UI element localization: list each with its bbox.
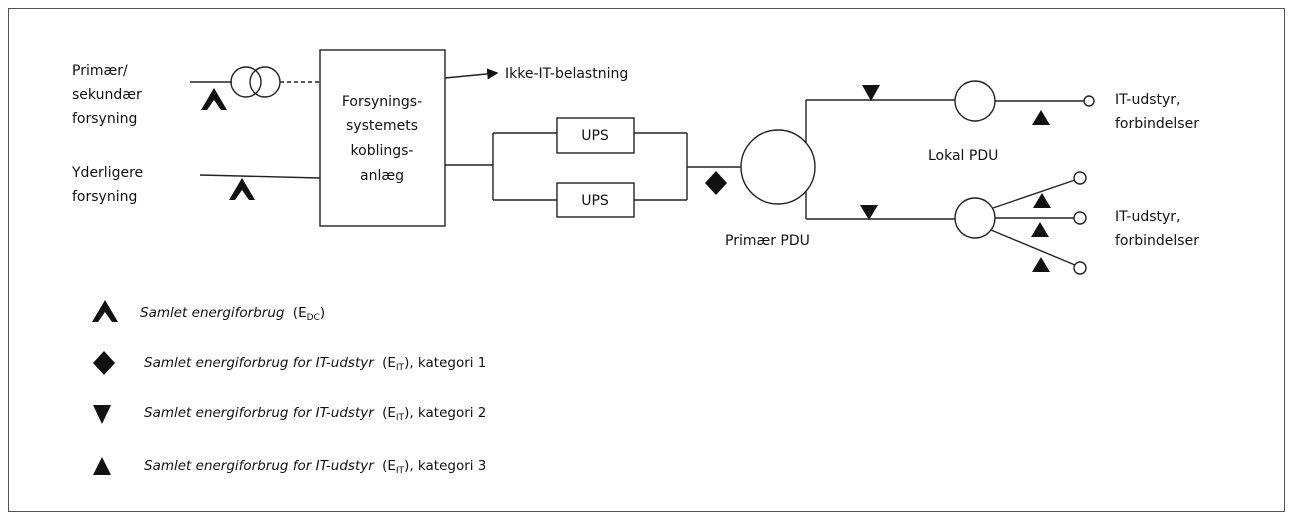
additional-supply-label-line1: Yderligere [71, 165, 143, 181]
legend-item-2-sub: IT [396, 363, 405, 373]
legend-item-4-text: Samlet energiforbrug for IT-udstyr (EIT)… [144, 458, 486, 476]
it-equipment-top-label-line2: forbindelser [1115, 116, 1199, 132]
chevron-icon-primary-supply [201, 88, 227, 110]
legend-item-1-base: E [298, 305, 307, 321]
legend-item-2-paren-open: ( [382, 355, 387, 371]
legend-item-4-paren-close: ) [404, 458, 409, 474]
legend-item-4-paren-open: ( [382, 458, 387, 474]
primary-pdu-label: Primær PDU [725, 233, 810, 249]
legend-item-3-paren-close: ) [404, 405, 409, 421]
triangle-up-icon-it-fan-3 [1032, 257, 1050, 272]
primary-supply-label-line3: forsyning [72, 111, 137, 127]
legend-item-2-base: E [387, 355, 396, 371]
legend-item-2-suffix: , kategori 1 [409, 355, 486, 371]
switchgear-label-line4: anlæg [360, 168, 404, 184]
ups-bottom-label: UPS [581, 193, 609, 209]
legend-item-3-base: E [387, 405, 396, 421]
primary-supply-label-line1: Primær/ [72, 63, 128, 79]
primary-pdu-circle [740, 129, 816, 205]
legend-triangle-down-icon [93, 405, 111, 424]
it-top-terminal [1083, 95, 1095, 107]
ups-top-box [556, 117, 635, 154]
it-equipment-bottom-label-line2: forbindelser [1115, 233, 1199, 249]
local-pdu-bottom-circle [954, 197, 996, 239]
ups-top-label: UPS [581, 128, 609, 144]
it-fan-line-3 [990, 229, 1076, 266]
non-it-load-label: Ikke-IT-belastning [505, 66, 628, 82]
legend-item-3-suffix: , kategori 2 [409, 405, 486, 421]
it-fan-terminal-2 [1073, 211, 1087, 225]
it-equipment-bottom-label-line1: IT-udstyr, [1115, 209, 1180, 225]
legend-item-1-sub: DC [307, 313, 320, 323]
it-fan-terminal-3 [1073, 261, 1087, 275]
legend-item-3-text: Samlet energiforbrug for IT-udstyr (EIT)… [144, 405, 486, 423]
switchgear-label-line2: systemets [346, 118, 418, 134]
legend-triangle-up-icon [93, 457, 111, 475]
additional-supply-label-line2: forsyning [72, 189, 137, 205]
switchgear-box [319, 49, 446, 227]
triangle-up-icon-it-fan-2 [1031, 222, 1049, 237]
primary-supply-label-line2: sekundær [72, 87, 142, 103]
legend-item-1-paren-close: ) [320, 305, 325, 321]
legend-item-3-italic: Samlet energiforbrug for IT-udstyr [144, 405, 375, 421]
legend-diamond-icon [93, 351, 115, 375]
additional-supply-line [199, 174, 321, 179]
local-pdu-label: Lokal PDU [928, 148, 998, 164]
chevron-icon-additional-supply [229, 178, 255, 200]
non-it-load-arrow [444, 68, 499, 80]
legend-item-4-sub: IT [396, 466, 405, 476]
diagram-frame [8, 8, 1285, 512]
triangle-down-icon-upper-branch [862, 85, 880, 101]
legend-item-1-italic: Samlet energiforbrug [140, 305, 285, 321]
diamond-icon-primary-pdu-input [705, 171, 727, 195]
legend-item-4-italic: Samlet energiforbrug for IT-udstyr [144, 458, 375, 474]
legend-item-1-paren-open: ( [293, 305, 298, 321]
it-fan-line-1 [992, 179, 1076, 209]
switchgear-label-line3: koblings- [351, 143, 414, 159]
triangle-up-icon-it-top [1032, 110, 1050, 125]
transformer-coil-right [249, 66, 281, 98]
legend-item-3-paren-open: ( [382, 405, 387, 421]
it-fan-terminal-1 [1073, 171, 1087, 185]
switchgear-label-line1: Forsynings- [342, 94, 422, 110]
legend-item-2-italic: Samlet energiforbrug for IT-udstyr [144, 355, 375, 371]
legend-item-3-sub: IT [396, 413, 405, 423]
legend-item-1-text: Samlet energiforbrug (EDC) [140, 305, 325, 323]
local-pdu-top-circle [954, 80, 996, 122]
legend-item-4-suffix: , kategori 3 [409, 458, 486, 474]
triangle-down-icon-lower-branch [860, 205, 878, 220]
triangle-up-icon-it-fan-1 [1033, 193, 1051, 208]
legend-item-4-base: E [387, 458, 396, 474]
legend-chevron-icon [92, 300, 118, 322]
legend-item-2-text: Samlet energiforbrug for IT-udstyr (EIT)… [144, 355, 486, 373]
legend-item-2-paren-close: ) [404, 355, 409, 371]
it-equipment-top-label-line1: IT-udstyr, [1115, 92, 1180, 108]
transformer-coil-left [230, 66, 262, 98]
